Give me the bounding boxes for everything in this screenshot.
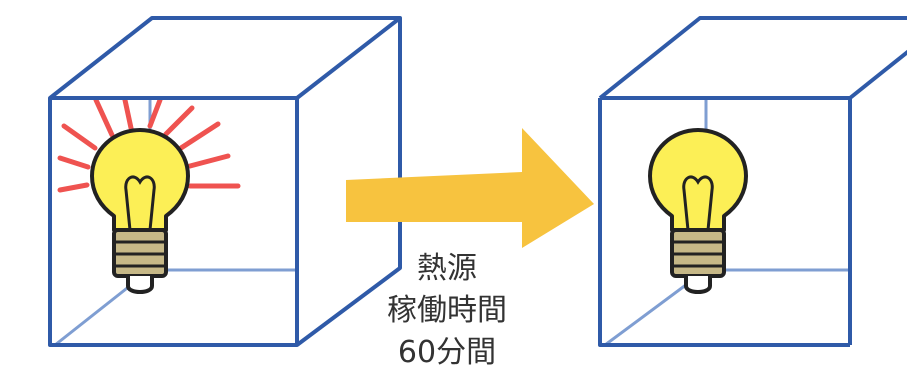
light-bulb-icon [648, 128, 748, 294]
box-right [598, 16, 907, 347]
cube-frame-left [48, 16, 402, 347]
caption-line-3: 60分間 [397, 335, 497, 370]
caption: 熱源 稼働時間 60分間 [372, 248, 522, 374]
axes-left [54, 100, 297, 345]
cube-frame-right [598, 16, 907, 347]
box-left [48, 16, 402, 347]
caption-line-1: 熱源 [417, 251, 477, 286]
bulb-rays [57, 97, 241, 193]
caption-line-2: 稼働時間 [387, 293, 507, 328]
axes-right [604, 100, 850, 345]
right-arrow-icon [346, 128, 594, 248]
light-bulb-icon [90, 128, 190, 294]
